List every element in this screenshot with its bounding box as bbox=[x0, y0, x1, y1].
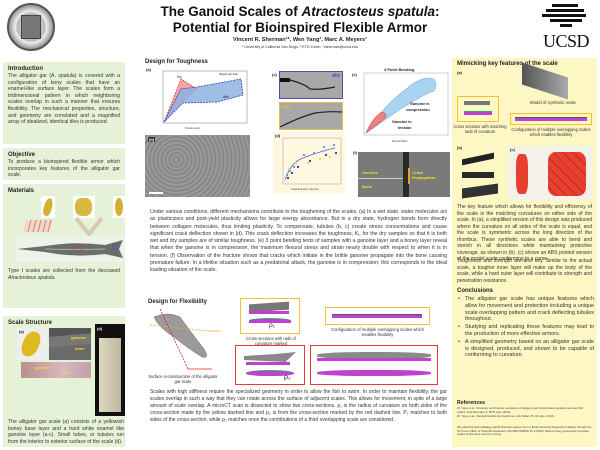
svg-text:Flexural Strain: Flexural Strain bbox=[392, 140, 408, 143]
scale-photo-a: (a) bbox=[17, 328, 47, 360]
poster-header: The Ganoid Scales of Atractosteus spatul… bbox=[0, 0, 600, 56]
reference-item: W. Yang et al., Natural Flexible Dermal … bbox=[457, 414, 555, 418]
v-pattern-diagram bbox=[74, 216, 104, 238]
svg-text:Crack Extension, Δa (mm): Crack Extension, Δa (mm) bbox=[291, 188, 319, 191]
poster-title-line2: Potential for Bioinspired Flexible Armor bbox=[172, 20, 428, 35]
svg-text:Wet: Wet bbox=[223, 95, 229, 99]
mimicking-title: Mimicking key features of the scale bbox=[457, 61, 558, 67]
crack-image-wet: wet bbox=[279, 102, 343, 130]
cross-sections-caption: Cross sections with radii of curvature m… bbox=[246, 336, 296, 347]
poster-title-line1: The Ganoid Scales of Atractosteus spatul… bbox=[160, 4, 440, 19]
microct-image-d: (d) bbox=[95, 324, 125, 416]
objective-text: To produce a bioinspired flexible armor … bbox=[8, 159, 120, 179]
flexibility-text: Scales with high stiffness require the s… bbox=[150, 389, 447, 423]
cross-sections-rho1-box: ρ₁ bbox=[240, 298, 300, 334]
materials-caption: Type I scales are collected from the dec… bbox=[8, 268, 120, 281]
conclusions-title: Conclusions bbox=[457, 288, 494, 294]
cross-sections-rho2-box: ρ₂ bbox=[235, 345, 305, 385]
mimicking-panel: Mimicking key features of the scale (a) … bbox=[452, 58, 597, 447]
svg-text:Tensile strain: Tensile strain bbox=[185, 126, 201, 130]
introduction-title: Introduction bbox=[8, 66, 43, 72]
references-title: References bbox=[457, 400, 485, 406]
model-caption: Model of synthetic scale bbox=[530, 100, 576, 105]
sem-image-b: ganoine bone bbox=[49, 328, 91, 360]
bent-scales-b bbox=[458, 152, 502, 200]
objective-panel: Objective To produce a bioinspired flexi… bbox=[3, 148, 125, 180]
materials-panel: Materials Type I scales are collected fr… bbox=[3, 184, 125, 308]
authors: Vincent R. Sherman¹*, Wen Yang², Marc A.… bbox=[232, 37, 368, 43]
conclusion-item: Studying and replicating these features … bbox=[457, 324, 594, 338]
mimicking-text-2: Toughness and strength are also key. Sim… bbox=[457, 258, 592, 284]
crack-image-dry: dry bbox=[279, 71, 343, 99]
objective-title: Objective bbox=[8, 152, 36, 158]
materials-title: Materials bbox=[8, 188, 35, 194]
tensile-chart-a: (a) Dry Wet Alligator gar scale Tensile … bbox=[145, 67, 250, 132]
overlapping-scales-caption: Configuration of multiple overlapping sc… bbox=[331, 327, 424, 338]
abs-printed-scales-c: (c) bbox=[508, 146, 592, 200]
overlapping-scales-red-box bbox=[310, 345, 438, 385]
bending-chart-e: (e) 3 Point Bending Ganoine in compressi… bbox=[352, 67, 450, 147]
svg-text:Alligator gar scale: Alligator gar scale bbox=[219, 73, 239, 76]
svg-text:Ganoine in: Ganoine in bbox=[410, 102, 430, 106]
mimicking-text-1: The key feature which allows for flexibi… bbox=[457, 204, 592, 262]
svg-text:3 Point Bending: 3 Point Bending bbox=[384, 67, 415, 72]
conclusion-item: A simplified geometry based on an alliga… bbox=[457, 339, 594, 359]
svg-text:Dry: Dry bbox=[177, 75, 182, 79]
flexibility-title: Design for Flexibility bbox=[148, 299, 208, 305]
surface-reconstruction-caption: Surface reconstruction of the alligator … bbox=[148, 374, 218, 385]
affiliations: ¹ University of California San Diego, ² … bbox=[242, 45, 358, 49]
introduction-panel: Introduction The alligator gar (A. spatu… bbox=[3, 62, 125, 144]
scale-structure-panel: Scale Structure (a) ganoine bone ganoine… bbox=[3, 316, 125, 447]
sem-image-b-toughness: (b) bbox=[145, 135, 250, 197]
matching-curvature-caption: Cross sections with matching radii of cu… bbox=[453, 124, 507, 134]
synthetic-scale-model bbox=[522, 62, 568, 100]
conclusion-item: The alligator gar scale has unique featu… bbox=[457, 296, 594, 323]
surface-reconstruction-image bbox=[148, 307, 228, 371]
scale-type-ii-image bbox=[73, 196, 95, 218]
configuration-caption: Configuration of multiple overlapping sc… bbox=[511, 127, 591, 137]
scale-type-iii-image bbox=[113, 196, 125, 218]
svg-text:compression: compression bbox=[406, 108, 430, 112]
toughness-text: Under various conditions, different mech… bbox=[150, 209, 447, 274]
scale-structure-text: The alligator gar scale (a) consists of … bbox=[8, 419, 124, 445]
introduction-text: The alligator gar (A. spatula) is covere… bbox=[8, 73, 120, 126]
scale-pattern-diagram bbox=[23, 220, 53, 232]
scale-structure-title: Scale Structure bbox=[8, 320, 53, 326]
reference-item: W. Yang et al., Structure and fracture r… bbox=[457, 406, 584, 414]
toughness-chart-d: (d) Crack Extension, Δa (mm) bbox=[273, 132, 345, 194]
fracture-image-f: (f) Ganoine Bone Crack Propagation bbox=[353, 150, 450, 197]
cross-sections-matching-box bbox=[457, 96, 499, 122]
overlapping-configuration-box bbox=[510, 113, 592, 125]
toughness-title: Design for Toughness bbox=[145, 59, 208, 65]
alligator-gar-fish-image bbox=[15, 236, 125, 262]
optical-image-c: ganoine bone bbox=[21, 362, 91, 378]
acknowledgment: We gratefully acknowledge partial financ… bbox=[457, 425, 592, 437]
conclusions-list: The alligator gar scale has unique featu… bbox=[457, 296, 594, 360]
scale-type-i-image bbox=[41, 196, 55, 218]
svg-text:tension: tension bbox=[398, 126, 412, 130]
ucsd-logo: UCSD bbox=[538, 4, 594, 54]
overlapping-scales-yellow-box bbox=[325, 307, 430, 325]
uc-seal-logo bbox=[7, 3, 55, 51]
svg-text:Ganoine in: Ganoine in bbox=[392, 120, 412, 124]
